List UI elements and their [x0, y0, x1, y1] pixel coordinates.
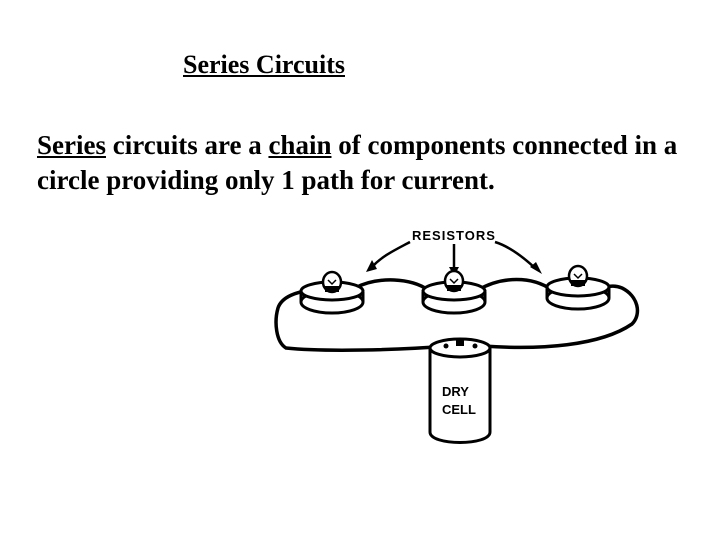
definition-part-1: circuits are a — [105, 130, 269, 160]
series-circuit-diagram: RESISTORS — [274, 228, 640, 444]
cell-label-line-1: DRY — [442, 384, 469, 399]
term-series: Series — [37, 130, 106, 160]
resistor-bulb-1 — [299, 270, 365, 315]
resistors-label: RESISTORS — [412, 228, 496, 243]
term-chain: chain — [268, 130, 332, 160]
cell-label-line-2: CELL — [442, 402, 476, 417]
definition-part-2: of components connected in a circle prov… — [37, 130, 678, 195]
pointer-arrows — [371, 240, 536, 270]
definition-text: Series circuits are a chain of component… — [37, 128, 697, 198]
slide-title: Series Circuits — [183, 50, 345, 79]
dry-cell-battery: DRY CELL — [428, 337, 492, 444]
resistor-bulb-2 — [421, 269, 487, 315]
circuit-wire — [274, 284, 640, 352]
resistor-bulb-3 — [545, 264, 611, 311]
